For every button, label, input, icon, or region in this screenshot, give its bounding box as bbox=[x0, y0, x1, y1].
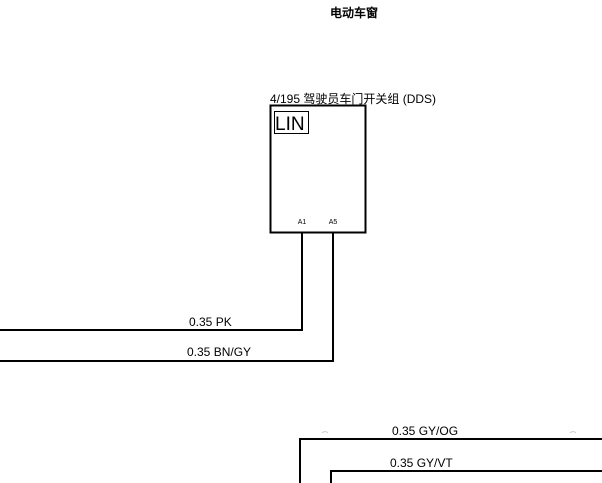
diagram-title: 电动车窗 bbox=[330, 5, 378, 20]
component-box bbox=[269, 104, 367, 234]
component-label: 4/195 驾驶员车门开关组 (DDS) bbox=[270, 91, 436, 106]
wire-gy-og-label: 0.35 GY/OG bbox=[392, 424, 458, 438]
wire-gy-vt bbox=[330, 470, 602, 483]
wire-bn-gy bbox=[0, 233, 334, 362]
wire-end-tick-left bbox=[321, 431, 329, 434]
wire-bn-gy-label: 0.35 BN/GY bbox=[187, 345, 251, 359]
wire-end-tick-right bbox=[569, 431, 577, 434]
lin-tag: LIN bbox=[275, 114, 305, 135]
wire-gy-og bbox=[299, 438, 602, 483]
wire-gy-vt-label: 0.35 GY/VT bbox=[390, 456, 453, 470]
pin-a1-label: A1 bbox=[298, 219, 307, 226]
lin-tag-box bbox=[274, 111, 309, 134]
wire-pk-label: 0.35 PK bbox=[189, 315, 232, 329]
pin-a5-label: A5 bbox=[329, 219, 338, 226]
wire-pk bbox=[0, 233, 303, 331]
